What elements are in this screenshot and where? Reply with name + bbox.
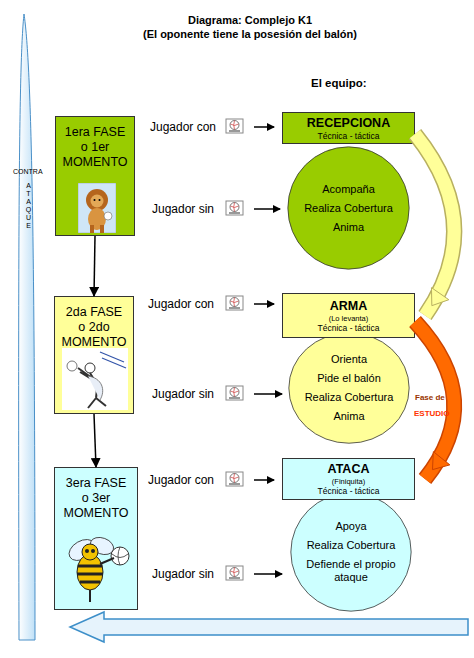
- text-label: ATAQUE: [25, 182, 32, 230]
- action-ellipse: OrientaPide el balónRealiza CoberturaAni…: [288, 332, 410, 444]
- text-label: El equipo:: [311, 77, 367, 89]
- node-text: Pide el balón: [317, 372, 381, 385]
- node-text: Anima: [333, 221, 364, 234]
- ball-icon: [226, 201, 243, 215]
- node-text: Realiza Cobertura: [305, 391, 394, 404]
- ellipse-shape: [288, 147, 409, 269]
- connector-line: [94, 414, 96, 467]
- node-text: (Finiquita): [332, 477, 365, 486]
- node-text: Apoya: [335, 520, 366, 533]
- pointer-arrow: [254, 303, 274, 305]
- action-ellipse: AcompañaRealiza CoberturaAnima: [287, 146, 410, 270]
- pointer-arrow: [254, 479, 274, 481]
- text-label: Jugador con: [148, 473, 214, 487]
- curved-arrow-body: [415, 322, 454, 480]
- text-label: CONTRA: [13, 168, 43, 175]
- ball-icon: [226, 566, 243, 580]
- text-label: Jugador con: [150, 120, 216, 134]
- ball-icon: [226, 386, 243, 400]
- node-text: Realiza Cobertura: [307, 539, 396, 552]
- node-text: 1era FASE o 1er MOMENTO: [62, 125, 127, 170]
- text-label: ESTUDIO: [414, 409, 450, 418]
- counter-attack-arrow: [19, 14, 35, 640]
- text-label: Jugador sin: [152, 387, 214, 401]
- action-box: ATACA(Finiquita)Técnica - táctica: [282, 458, 415, 500]
- return-arrow: [70, 612, 468, 642]
- pointer-arrow: [254, 126, 274, 128]
- lion-illustration: [78, 183, 116, 233]
- curved-arrow-outline: [415, 322, 454, 480]
- connector-line: [94, 236, 95, 296]
- pointer-arrow: [254, 208, 280, 210]
- pointer-arrow: [254, 573, 282, 575]
- curved-arrow-outline: [415, 134, 454, 316]
- node-text: 2da FASE o 2do MOMENTO: [61, 305, 126, 350]
- ellipse-outline: [288, 332, 410, 444]
- text-label: (El oponente tiene la posesión del balón…: [100, 28, 400, 40]
- node-text: ATACA: [328, 462, 370, 477]
- node-text: 3era FASE o 3er MOMENTO: [63, 476, 128, 521]
- node-text: Acompaña: [322, 183, 375, 196]
- node-text: Defiende el propio ataque: [304, 558, 398, 584]
- wasp-illustration: [60, 528, 134, 606]
- pointer-arrow: [254, 393, 282, 395]
- flow-connector: [94, 236, 95, 296]
- ellipse-outline: [290, 492, 412, 612]
- setter-illustration: [62, 348, 128, 410]
- text-label: Jugador con: [148, 297, 214, 311]
- node-text: (Lo levanta): [329, 314, 369, 323]
- text-label: Fase de: [415, 393, 445, 402]
- ball-icon: [226, 119, 243, 133]
- node-text: Técnica - táctica: [318, 131, 380, 141]
- action-box: ARMA(Lo levanta)Técnica - táctica: [282, 293, 415, 338]
- node-text: ARMA: [330, 299, 368, 314]
- ball-icon: [226, 296, 243, 310]
- node-text: Realiza Cobertura: [304, 202, 393, 215]
- flow-connector: [94, 414, 96, 467]
- ellipse-shape: [291, 493, 411, 611]
- node-text: Anima: [333, 410, 364, 423]
- node-text: Técnica - táctica: [318, 323, 380, 333]
- arrow-head: [431, 288, 448, 306]
- node-text: RECEPCIONA: [307, 116, 390, 131]
- action-ellipse: ApoyaRealiza CoberturaDefiende el propio…: [290, 492, 412, 612]
- diagram-title: Diagrama: Complejo K1: [100, 14, 400, 26]
- curved-arrow-body: [415, 134, 454, 316]
- flow-connector: [415, 134, 454, 316]
- text-label: Jugador sin: [152, 202, 214, 216]
- ball-icon: [226, 472, 243, 486]
- text-label: Jugador sin: [152, 567, 214, 581]
- action-box: RECEPCIONATécnica - táctica: [282, 112, 415, 144]
- arrow-head: [432, 452, 449, 470]
- flow-connector: [415, 322, 454, 480]
- ellipse-shape: [289, 333, 409, 443]
- node-text: Técnica - táctica: [318, 486, 380, 496]
- node-text: Orienta: [331, 353, 367, 366]
